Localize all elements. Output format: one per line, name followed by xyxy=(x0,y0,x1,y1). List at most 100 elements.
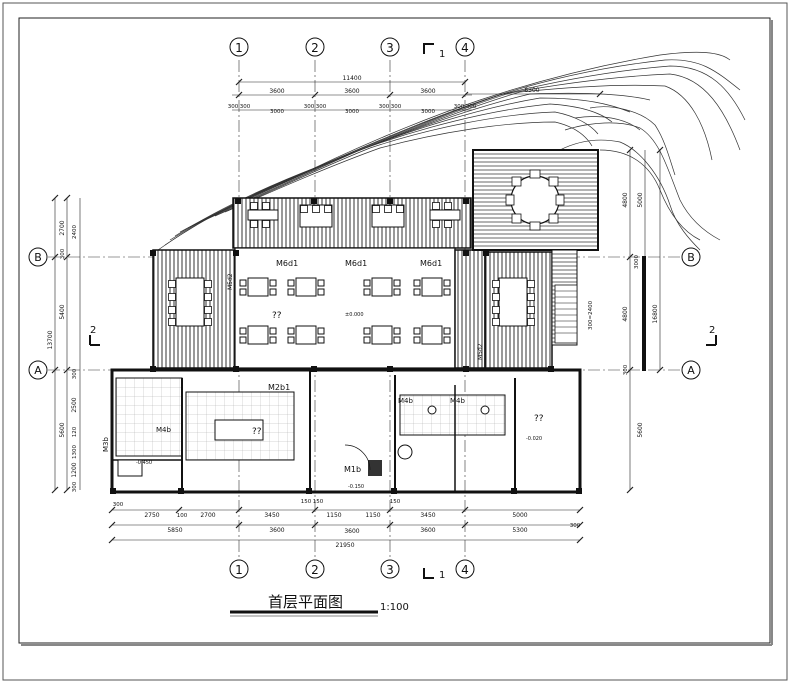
axis-3-top: 3 xyxy=(386,41,394,55)
dim-wall-6: 300 xyxy=(391,104,402,110)
dim-bot-7: 1150 xyxy=(326,512,341,519)
dim-bot-6: 150 xyxy=(313,499,324,505)
dim-left-1: 2700 xyxy=(59,220,66,235)
note-stair-dim: 300=2400 xyxy=(588,300,594,330)
dim-left-8: 300 xyxy=(72,481,78,492)
dim-bot-start: 300 xyxy=(113,502,124,508)
room-label-hall: ?? xyxy=(272,311,282,321)
side-axis-balloons: B A B A xyxy=(28,247,701,380)
axis-a-left: A xyxy=(34,364,42,377)
upper-dining-tables xyxy=(175,204,528,327)
dim-bot-9: 1150 xyxy=(365,512,380,519)
dim-bot-12: 5000 xyxy=(512,512,527,519)
door-label-m6d1-a: M6d1 xyxy=(276,259,298,268)
door-label-m6d1-b: M6d1 xyxy=(345,259,367,268)
dim-bot-11: 3450 xyxy=(420,512,435,519)
dim-right-1: 4800 xyxy=(622,192,629,207)
dim-left-7: 1200 xyxy=(71,462,78,477)
dim-wall-4: 300 xyxy=(316,104,327,110)
section-2-right: 2 xyxy=(709,325,715,336)
dim-left-6: 5600 xyxy=(59,422,66,437)
dim-bot-4: 3450 xyxy=(264,512,279,519)
dim-wall-5: 300 xyxy=(379,104,390,110)
level-mark-3: -0.020 xyxy=(526,436,542,442)
door-label-m5d2-b: M5d2 xyxy=(477,343,484,360)
dim-bot-5: 150 xyxy=(301,499,312,505)
dim-left-2: 300 xyxy=(60,248,66,259)
dim-bot-r2-end: 300 xyxy=(570,523,581,529)
dim-bot-r2-3: 3600 xyxy=(420,527,435,534)
bottom-dimension-lines xyxy=(108,506,584,544)
dim-wall-3: 300 xyxy=(304,104,315,110)
upper-hall xyxy=(152,197,553,369)
dim-wall-2: 300 xyxy=(240,104,251,110)
axis-b-left: B xyxy=(34,251,42,264)
dim-clear-1: 3000 xyxy=(270,109,284,115)
dim-bay-3: 3600 xyxy=(420,88,435,95)
top-dimension-lines xyxy=(232,78,604,111)
structural-columns xyxy=(110,198,582,494)
axis-a-right: A xyxy=(687,364,695,377)
dim-bot-8: 3600 xyxy=(344,528,359,535)
dim-left-5: 2500 xyxy=(71,397,78,412)
dim-bot-r2-4: 5300 xyxy=(512,527,527,534)
dim-clear-3: 3000 xyxy=(421,109,435,115)
door-label-m4b-c: M4b xyxy=(450,397,465,405)
door-label-m3b: M3b xyxy=(102,437,110,452)
level-mark-2: -0.450 xyxy=(136,460,152,466)
inner-frame xyxy=(18,17,771,644)
dim-right-4: 4800 xyxy=(622,306,629,321)
dim-left-overall: 13700 xyxy=(47,330,54,349)
axis-1-top: 1 xyxy=(235,41,243,55)
dim-wall-7: 300 xyxy=(454,104,465,110)
dim-wall-1: 300 xyxy=(228,104,239,110)
dim-bot-1: 2750 xyxy=(144,512,159,519)
door-label-m6d1-c: M6d1 xyxy=(420,259,442,268)
dim-right-7: 300 xyxy=(623,364,629,375)
dim-bay-2: 3600 xyxy=(344,88,359,95)
drawing-scale: 1:100 xyxy=(380,602,409,613)
dim-bot-r2-2: 3600 xyxy=(269,527,284,534)
door-label-m2b1: M2b1 xyxy=(268,383,290,392)
dim-left-inner-2: 120 xyxy=(72,426,78,437)
terrain-contours xyxy=(157,51,746,251)
left-dimension-lines xyxy=(51,194,81,494)
level-mark-4: -0.150 xyxy=(348,484,364,490)
lower-block xyxy=(110,368,582,494)
dim-bot-r2-1: 5850 xyxy=(167,527,182,534)
right-column-bar xyxy=(642,256,646,371)
round-table-platform xyxy=(472,149,599,346)
level-mark-1: ±0.000 xyxy=(345,312,364,318)
axis-b-right: B xyxy=(687,251,695,264)
dim-top-overall: 11400 xyxy=(342,75,361,82)
door-label-m4b-a: M4b xyxy=(156,426,171,434)
axis-2-bottom: 2 xyxy=(311,563,319,577)
axis-2-top: 2 xyxy=(311,41,319,55)
room-label-east: ?? xyxy=(534,414,544,424)
dim-left-inner-1: 2400 xyxy=(72,225,78,239)
dim-clear-2: 3000 xyxy=(345,109,359,115)
axis-3-bottom: 3 xyxy=(386,563,394,577)
room-label-kitchen: ?? xyxy=(252,427,262,437)
center-tables xyxy=(239,277,451,345)
dim-bay-1: 3600 xyxy=(269,88,284,95)
door-label-m1b: M1b xyxy=(344,465,361,474)
door-label-m5d2-a: M5d2 xyxy=(227,273,234,290)
dim-bot-3: 2700 xyxy=(200,512,215,519)
section-1-bottom: 1 xyxy=(439,570,445,581)
dim-right-2: 5000 xyxy=(637,192,644,207)
dim-bot-overall: 21950 xyxy=(335,542,354,549)
door-label-m4b-b: M4b xyxy=(398,397,413,405)
section-2-left: 2 xyxy=(90,325,96,336)
top-axis-balloons: 1 2 3 4 xyxy=(229,37,475,57)
section-1-top: 1 xyxy=(439,49,445,60)
axis-1-bottom: 1 xyxy=(235,563,243,577)
dim-left-inner-3: 1300 xyxy=(72,445,78,459)
dim-right-3: 3000 xyxy=(634,255,640,269)
dim-right-6: 5600 xyxy=(637,422,644,437)
dim-left-3: 5400 xyxy=(59,304,66,319)
dim-top-right: 6300 xyxy=(524,87,539,94)
section-marks xyxy=(89,43,717,579)
